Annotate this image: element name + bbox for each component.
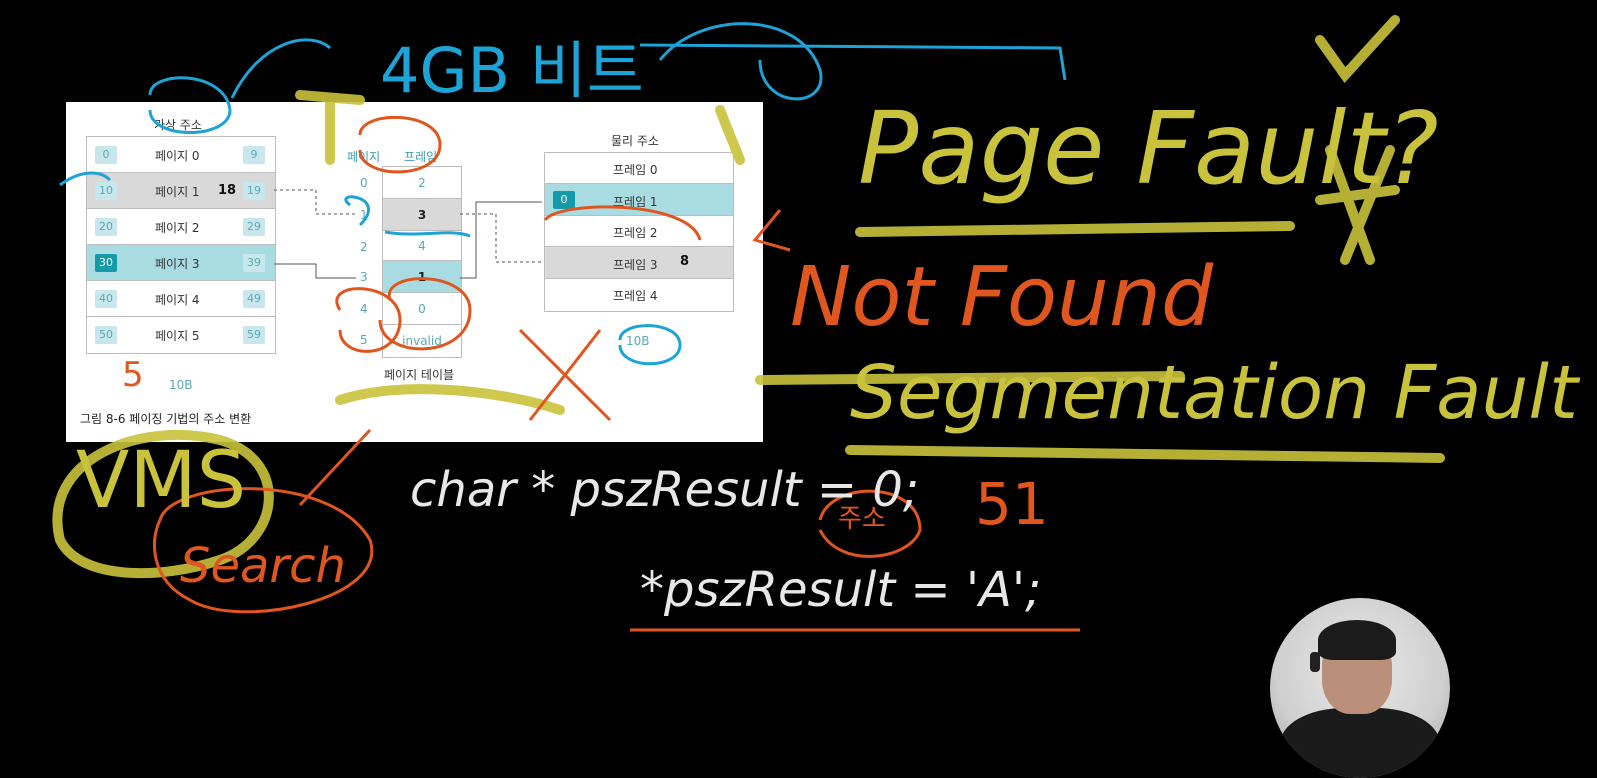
page-table-entry: invalid [383, 325, 461, 357]
presenter-webcam [1270, 598, 1450, 778]
presenter-shirt [1280, 708, 1440, 778]
page-start: 30 [95, 254, 117, 272]
page-label: 페이지 3 [155, 257, 200, 271]
page-index: 3 [360, 270, 368, 284]
physical-address-table: 프레임 0 0 프레임 1 프레임 2 프레임 3 프레임 4 [544, 152, 734, 312]
frame-label: 프레임 2 [613, 226, 658, 240]
frame-start-badge: 0 [553, 191, 575, 209]
paging-figure: 가상 주소 페이지 프레임 물리 주소 0 페이지 0 9 10 페이지 1 1… [66, 102, 763, 442]
frame-row: 프레임 4 [545, 279, 733, 311]
note-address-korean: 주소 [838, 504, 886, 534]
page-label: 페이지 0 [155, 149, 200, 163]
page-end: 39 [243, 254, 265, 272]
page-index: 4 [360, 302, 368, 316]
frame-label: 프레임 1 [613, 195, 658, 209]
page-end: 59 [243, 326, 265, 344]
frame-label: 프레임 3 [613, 258, 658, 272]
frame-row: 프레임 3 [545, 247, 733, 279]
frame-label: 프레임 4 [613, 289, 658, 303]
frame-label: 프레임 0 [613, 163, 658, 177]
note-51: 51 [975, 470, 1049, 538]
page-label: 페이지 2 [155, 221, 200, 235]
note-vms: VMS [76, 436, 247, 526]
frame-row: 0 프레임 1 [545, 184, 733, 216]
yellow-scribbles [52, 15, 1445, 579]
physical-size-label: 10B [626, 334, 650, 348]
note-not-found: Not Found [790, 250, 1214, 345]
page-label: 페이지 4 [155, 293, 200, 307]
figure-arrows [274, 189, 542, 279]
note-8: 8 [680, 254, 690, 269]
page-index: 2 [360, 240, 368, 254]
cyan-scribbles [59, 22, 1067, 366]
headset-mic-icon [1310, 652, 1320, 672]
page-table-entry: 0 [383, 293, 461, 325]
page-start: 10 [95, 182, 117, 200]
page-end: 9 [243, 146, 265, 164]
page-end: 29 [243, 218, 265, 236]
note-page-fault: Page Fault? [858, 90, 1439, 207]
handwriting-overlay [52, 15, 1445, 632]
virtual-page-row: 10 페이지 1 19 [87, 173, 275, 209]
virtual-page-row: 40 페이지 4 49 [87, 281, 275, 317]
presenter-hair [1318, 620, 1396, 660]
page-label: 페이지 1 [155, 185, 200, 199]
page-table-entry: 1 [383, 261, 461, 293]
virtual-size-label: 10B [169, 378, 193, 392]
page-index: 1 [360, 208, 368, 222]
page-end: 49 [243, 290, 265, 308]
page-start: 20 [95, 218, 117, 236]
page-table-entry: 3 [383, 199, 461, 231]
virtual-page-row: 50 페이지 5 59 [87, 317, 275, 353]
page-start: 50 [95, 326, 117, 344]
page-table-entry: 4 [383, 231, 461, 261]
note-4gb: 4GB 비트 [380, 34, 644, 107]
page-start: 40 [95, 290, 117, 308]
physical-address-header: 물리 주소 [611, 134, 659, 148]
page-table: 2 3 4 1 0 invalid [382, 166, 462, 358]
page-label: 페이지 5 [155, 329, 200, 343]
frame-row: 프레임 2 [545, 216, 733, 247]
note-code-line-2: *pszResult = 'A'; [640, 562, 1042, 618]
virtual-page-row: 30 페이지 3 39 [87, 245, 275, 281]
page-end: 19 [243, 182, 265, 200]
note-code-line-1: char * pszResult = 0; [410, 462, 920, 518]
note-5: 5 [122, 355, 144, 395]
virtual-page-row: 0 페이지 0 9 [87, 137, 275, 173]
whiteboard-canvas: 가상 주소 페이지 프레임 물리 주소 0 페이지 0 9 10 페이지 1 1… [52, 15, 1579, 778]
page-index: 0 [360, 176, 368, 190]
page-table-label: 페이지 테이블 [384, 368, 455, 382]
virtual-page-row: 20 페이지 2 29 [87, 209, 275, 245]
figure-caption: 그림 8-6 페이징 기법의 주소 변환 [80, 412, 252, 426]
page-start: 0 [95, 146, 117, 164]
virtual-address-table: 0 페이지 0 9 10 페이지 1 19 20 페이지 2 29 30 페이지… [86, 136, 276, 354]
note-search: Search [180, 538, 346, 594]
frame-row: 프레임 0 [545, 153, 733, 184]
frame-column-header: 프레임 [404, 150, 438, 164]
orange-scribbles [153, 115, 1080, 632]
page-index: 5 [360, 333, 368, 347]
page-column-header: 페이지 [347, 150, 381, 164]
note-segmentation-fault: Segmentation Fault [850, 350, 1579, 436]
note-18: 18 [218, 183, 237, 198]
